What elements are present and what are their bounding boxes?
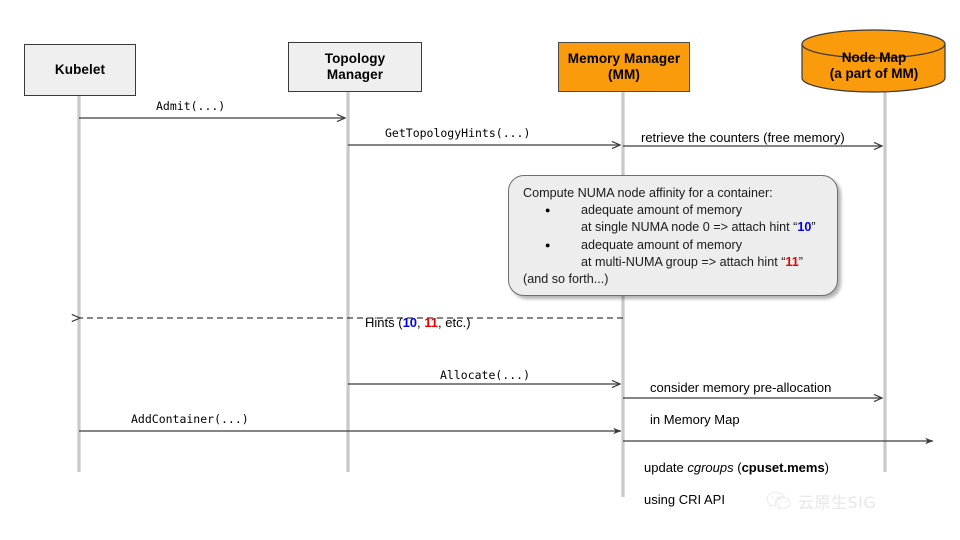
cgroups-pre: update [644, 460, 688, 475]
participant-topology-manager-label-line1: Topology [324, 51, 386, 66]
participant-memory-manager[interactable]: Memory Manager (MM) [558, 42, 690, 92]
note-bullet-0-line2-post: ” [811, 220, 816, 235]
hints-prefix: Hints ( [365, 315, 403, 330]
cgroups-mid: ( [733, 460, 742, 475]
participant-memory-manager-label-line1: Memory Manager [567, 51, 681, 66]
note-bullet-1-line1: adequate amount of memory [581, 237, 743, 252]
hints-value-single-numa: 10 [402, 315, 418, 330]
message-label-get-topology-hints: GetTopologyHints(...) [385, 126, 531, 140]
note-bullet-1-line2-post: ” [798, 254, 803, 269]
hints-suffix: , etc.) [438, 315, 471, 330]
message-label-update-cgroups: update cgroups (cpuset.mems) using CRI A… [644, 444, 829, 524]
note-bullet-0-line1: adequate amount of memory [581, 203, 743, 218]
cgroups-post: ) [824, 460, 830, 475]
note-bullet-0-line2-pre: at single NUMA node 0 => attach hint “ [581, 220, 798, 235]
message-label-add-container: AddContainer(...) [131, 412, 249, 426]
participant-topology-manager-label-line2: Manager [326, 67, 384, 82]
note-bullet-item: adequate amount of memory at multi-NUMA … [545, 236, 829, 271]
message-label-retrieve-counters: retrieve the counters (free memory) [641, 130, 845, 145]
cgroups-line2: using CRI API [644, 492, 725, 507]
participant-node-map-label-line2: (a part of MM) [829, 66, 919, 81]
consider-line2: in Memory Map [650, 412, 740, 427]
participant-kubelet[interactable]: Kubelet [24, 44, 136, 96]
participant-kubelet-label: Kubelet [54, 62, 106, 77]
note-heading: Compute NUMA node affinity for a contain… [523, 186, 773, 200]
cgroups-line1: update cgroups (cpuset.mems) [644, 460, 829, 476]
message-label-admit: Admit(...) [156, 99, 226, 113]
cgroups-italic: cgroups [687, 460, 734, 475]
participant-topology-manager[interactable]: Topology Manager [288, 42, 422, 92]
note-bullet-0-hint: 10 [797, 220, 812, 235]
message-label-hints-return: Hints (10, 11, etc.) [365, 299, 471, 331]
participant-memory-manager-label-line2: (MM) [608, 67, 640, 82]
note-compute-numa-affinity[interactable]: Compute NUMA node affinity for a contain… [508, 175, 838, 296]
hints-separator: , [417, 315, 425, 330]
consider-line1: consider memory pre-allocation [650, 380, 832, 395]
note-tail: (and so forth...) [523, 272, 609, 287]
note-bullet-item: adequate amount of memory at single NUMA… [545, 201, 829, 236]
node-map-cylinder-shape [801, 29, 946, 93]
message-label-allocate: Allocate(...) [440, 368, 531, 382]
participant-node-map-label-line1: Node Map [841, 50, 907, 65]
note-bullet-1-line2-pre: at multi-NUMA group => attach hint “ [581, 254, 786, 269]
note-bullet-1-hint: 11 [785, 254, 799, 269]
cgroups-bold: cpuset.mems [741, 460, 825, 475]
note-bullet-list: adequate amount of memory at single NUMA… [523, 201, 829, 271]
hints-value-multi-numa: 11 [424, 315, 439, 330]
participant-node-map[interactable]: Node Map (a part of MM) [802, 50, 946, 82]
message-label-consider-preallocation: consider memory pre-allocation in Memory… [650, 364, 831, 444]
message-arrows [79, 118, 934, 445]
